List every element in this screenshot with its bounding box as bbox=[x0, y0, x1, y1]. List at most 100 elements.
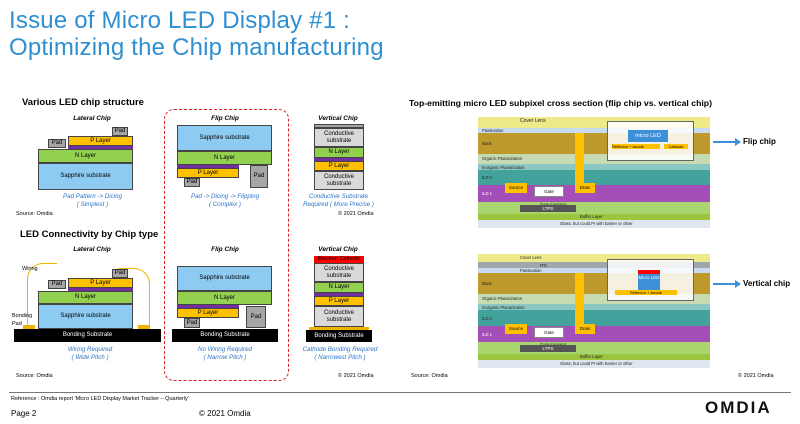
sapphire-substrate: Sapphire substrate bbox=[38, 304, 133, 329]
drain-electrode: Drain bbox=[575, 324, 595, 334]
gate-electrode: Gate bbox=[534, 186, 564, 197]
source-electrode: Source bbox=[505, 324, 527, 334]
cover-lens-label: Cover Lens bbox=[520, 118, 546, 124]
vertical-caption-2: Required ( More Precise ) bbox=[303, 201, 374, 208]
sapphire-substrate: Sapphire substrate bbox=[177, 125, 272, 151]
inorganic-planarization-label: Inorganic Planarization bbox=[482, 165, 525, 170]
drain-electrode: Drain bbox=[575, 183, 595, 193]
vertical-caption-1: Conductive Substrate bbox=[308, 193, 369, 200]
conductive-substrate: Conductive substrate bbox=[314, 306, 364, 327]
pad-layer: Pad bbox=[250, 165, 268, 188]
p-layer: P Layer bbox=[314, 161, 364, 171]
ild2-label: ILD 2 bbox=[482, 175, 493, 180]
cover-lens-layer bbox=[478, 117, 710, 128]
pad-layer: Pad bbox=[112, 269, 128, 278]
bonding-pad-label: Bonding Pad bbox=[12, 313, 33, 327]
footer-copyright: © 2021 Omdia bbox=[199, 409, 251, 418]
gate-insulator-label: Gate Insulator bbox=[540, 202, 566, 207]
inorganic-planarization-layer bbox=[478, 304, 710, 310]
lateral-caption-2: ( Simplest ) bbox=[76, 201, 109, 208]
source-right: Source: Omdia bbox=[411, 373, 448, 379]
wired-caption-1: Wiring Required bbox=[67, 346, 113, 353]
nowire-caption-1: No Wiring Required bbox=[198, 346, 252, 353]
bonding-pad bbox=[309, 327, 369, 330]
conductive-substrate: Conductive substrate bbox=[314, 128, 364, 147]
wired-caption-2: ( Wide Pitch ) bbox=[71, 354, 109, 361]
conductive-substrate: Conductive substrate bbox=[314, 171, 364, 190]
bonding-pad-right bbox=[138, 325, 150, 329]
flip-chip-arrow bbox=[713, 141, 739, 143]
buffer-layer bbox=[478, 214, 710, 220]
buffer-layer bbox=[478, 354, 710, 360]
flip-chip-highlight bbox=[164, 109, 289, 381]
title-line-1: Issue of Micro LED Display #1 : bbox=[9, 7, 350, 34]
active-layer bbox=[314, 293, 364, 296]
glass-label: Glass, but could PI with barrier or othe… bbox=[560, 221, 633, 226]
ild2-layer bbox=[478, 310, 710, 326]
organic-planarization-label: Organic Planarization bbox=[482, 296, 523, 301]
flip-chip-heading: Flip Chip bbox=[211, 115, 239, 122]
active-layer bbox=[68, 146, 133, 149]
buffer-layer-label: Buffer Layer bbox=[580, 354, 603, 359]
lateral-caption-1: Pad Pattern -> Dicing bbox=[63, 193, 122, 200]
organic-planarization-layer bbox=[478, 154, 710, 164]
nowire-caption-2: ( Narrow Pitch ) bbox=[203, 354, 247, 361]
flip-chip-label: Flip chip bbox=[743, 137, 776, 146]
micro-led-chip: micro LED bbox=[628, 130, 668, 142]
vertical-chip-label: Vertical chip bbox=[743, 279, 791, 288]
ild2-layer bbox=[478, 170, 710, 185]
ild1-label: ILD 1 bbox=[482, 191, 493, 196]
passivation-layer bbox=[478, 268, 710, 273]
active-layer bbox=[314, 158, 364, 161]
top-pad bbox=[314, 124, 364, 128]
gate-insulator-label: Gate Insulator bbox=[540, 342, 566, 347]
reflector-anode: Reflector + Anode bbox=[612, 144, 660, 149]
bank-label: Bank bbox=[482, 281, 492, 286]
arrow-head-icon bbox=[735, 280, 741, 288]
vertical-chip-heading-2: Vertical Chip bbox=[318, 246, 358, 253]
organic-planarization-layer bbox=[478, 294, 710, 304]
bonding-substrate: Bonding Substrate bbox=[172, 329, 278, 342]
glass-layer bbox=[478, 220, 710, 228]
glass-label: Glass, but could PI with barrier or othe… bbox=[560, 361, 633, 366]
bonding-substrate: Bonding Substrate bbox=[306, 330, 372, 342]
copyright-left-top: © 2021 Omdia bbox=[338, 211, 374, 217]
p-layer: P Layer bbox=[177, 168, 239, 178]
inorganic-planarization-label: Inorganic Planarization bbox=[482, 305, 525, 310]
bonding-substrate: Bonding Substrate bbox=[14, 329, 161, 342]
lateral-chip-heading-2: Lateral Chip bbox=[73, 246, 111, 253]
source-left-top: Source: Omdia bbox=[16, 211, 53, 217]
pad-layer: Pad bbox=[184, 178, 200, 187]
n-layer: N Layer bbox=[177, 291, 272, 305]
p-layer: P Layer bbox=[68, 278, 133, 288]
n-layer: N Layer bbox=[38, 149, 133, 163]
arrow-head-icon bbox=[735, 138, 741, 146]
glass-layer bbox=[478, 360, 710, 368]
active-layer bbox=[177, 305, 239, 308]
wire-right bbox=[118, 268, 150, 327]
active-layer bbox=[68, 288, 133, 291]
sapphire-substrate: Sapphire substrate bbox=[38, 163, 133, 190]
ild2-label: ILD 2 bbox=[482, 316, 493, 321]
buffer-layer-label: Buffer Layer bbox=[580, 214, 603, 219]
ild1-label: ILD 1 bbox=[482, 332, 493, 337]
cover-lens-label: Cover Lens bbox=[520, 255, 542, 260]
reference-text: Reference : Omdia report 'Micro LED Disp… bbox=[11, 396, 189, 402]
flip-caption-2: ( Complex ) bbox=[209, 201, 241, 208]
passivation-layer bbox=[478, 128, 710, 133]
footer-divider bbox=[9, 392, 791, 393]
active-layer bbox=[177, 165, 239, 168]
ito-label: ITO bbox=[540, 263, 547, 268]
cathode-caption-2: ( Narrowest Pitch ) bbox=[314, 354, 366, 361]
p-layer: P Layer bbox=[314, 296, 364, 306]
copyright-left-bottom: © 2021 Omdia bbox=[338, 373, 374, 379]
inorganic-planarization-layer bbox=[478, 164, 710, 170]
micro-led-chip: Micro LED bbox=[638, 274, 660, 290]
ltps-layer: LTPS bbox=[520, 345, 576, 352]
gate-insulator-layer bbox=[478, 202, 710, 214]
ito-layer bbox=[478, 262, 710, 268]
wiring-label: Wiring bbox=[22, 266, 38, 272]
cover-lens-layer bbox=[478, 254, 710, 262]
page-number: Page 2 bbox=[11, 409, 37, 418]
n-layer: N Layer bbox=[314, 147, 364, 158]
